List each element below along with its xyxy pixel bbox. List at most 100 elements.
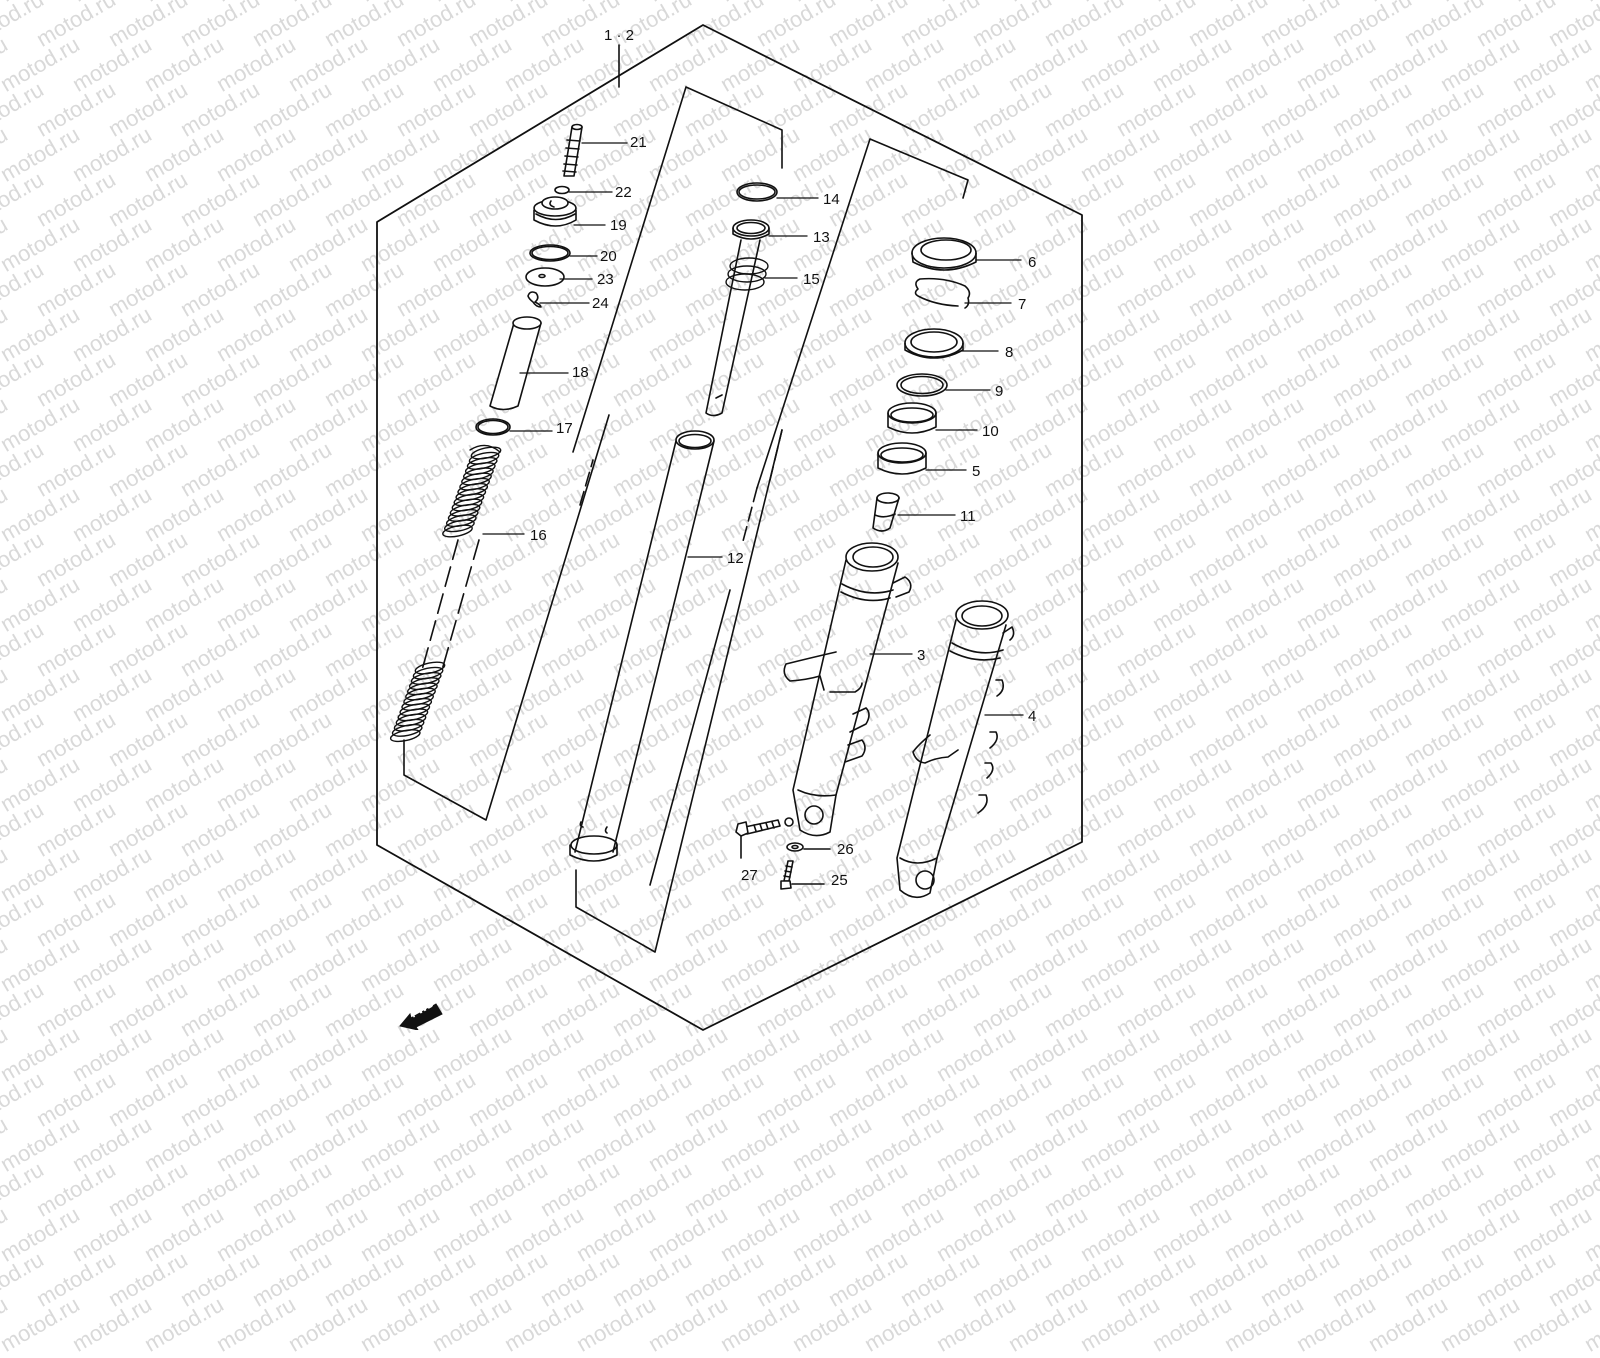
callout-17[interactable]: 17 [556,420,573,437]
callout-8[interactable]: 8 [1005,344,1014,361]
callout-25[interactable]: 25 [831,872,848,889]
watermark-text: motod.ru [140,1291,228,1357]
watermark-text: motod.ru [572,1201,660,1267]
watermark-text: motod.ru [932,1291,1020,1357]
watermark-text: motod.ru [464,1246,552,1312]
callout-4[interactable]: 4 [1028,708,1037,725]
part-21-adjuster-rod[interactable] [562,123,583,177]
part-15-rebound-spring[interactable] [725,257,769,291]
watermark-text: motod.ru [428,1291,516,1357]
callout-23[interactable]: 23 [597,271,614,288]
forward-arrow-icon [399,1003,443,1030]
watermark-text: motod.ru [1436,1201,1524,1267]
watermark-text: motod.ru [1508,1201,1596,1267]
part-10-bushing[interactable] [887,402,937,434]
part-9-washer[interactable] [896,373,948,397]
part-26-washer[interactable] [786,842,831,852]
leader-lines [482,142,1024,716]
exploded-view-drawing [376,24,1083,1031]
watermark-text: motod.ru [68,1291,156,1357]
watermark-text: motod.ru [428,1201,516,1267]
callout-26[interactable]: 26 [837,841,854,858]
fwd-direction-indicator: FWD [398,998,443,1030]
watermark-text: motod.ru [644,1291,732,1357]
watermark-text: motod.ru [1148,1201,1236,1267]
watermark-text: motod.ru [0,1246,48,1312]
watermark-text: motod.ru [356,1291,444,1357]
callout-22[interactable]: 22 [615,184,632,201]
watermark-text: motod.ru [284,1201,372,1267]
watermark-text: motod.ru [1436,1291,1524,1357]
part-6-dust-seal[interactable] [911,237,977,271]
watermark-text: motod.ru [824,1246,912,1312]
callout-10[interactable]: 10 [982,423,999,440]
watermark-text: motod.ru [1328,1246,1416,1312]
callout-19[interactable]: 19 [610,217,627,234]
watermark-text: motod.ru [788,1291,876,1357]
inner-tube-group-frame [572,86,783,453]
watermark-text: motod.ru [752,1246,840,1312]
callout-16[interactable]: 16 [530,527,547,544]
part-4-outer-tube-right[interactable] [896,600,1015,899]
callout-3[interactable]: 3 [917,647,926,664]
watermark-text: motod.ru [1364,1291,1452,1357]
part-17-ring[interactable] [475,418,511,436]
part-23-washer[interactable] [525,267,565,287]
part-7-retaining-clip[interactable] [914,277,971,309]
outer-tube-group-frame [756,138,969,489]
part-16-fork-spring[interactable] [389,444,502,744]
part-18-spacer[interactable] [489,316,542,411]
watermark-text: motod.ru [680,1246,768,1312]
part-3-outer-tube-left[interactable] [783,542,912,837]
watermark-text: motod.ru [32,1246,120,1312]
watermark-text: motod.ru [1148,1291,1236,1357]
part-11-oil-lock-piece[interactable] [872,492,900,532]
watermark-text: motod.ru [1292,1201,1380,1267]
part-22-o-ring[interactable] [554,185,570,195]
callout-6[interactable]: 6 [1028,254,1037,271]
watermark-text: motod.ru [1508,1291,1596,1357]
callout-9[interactable]: 9 [995,383,1004,400]
part-5-bushing[interactable] [877,442,927,475]
watermark-text: motod.ru [860,1291,948,1357]
watermark-text: motod.ru [356,1201,444,1267]
part-19-cap-bolt[interactable] [533,196,577,227]
watermark-text: motod.ru [1544,1246,1600,1312]
watermark-text: motod.ru [860,1201,948,1267]
watermark-text: motod.ru [1364,1201,1452,1267]
callout-13[interactable]: 13 [813,229,830,246]
watermark-text: motod.ru [284,1291,372,1357]
part-14-ring[interactable] [736,182,778,202]
watermark-text: motod.ru [536,1246,624,1312]
callout-20[interactable]: 20 [600,248,617,265]
callout-11[interactable]: 11 [960,508,976,525]
damper-rod[interactable] [705,239,761,417]
part-27-bolt[interactable] [735,819,781,859]
watermark-text: motod.ru [212,1201,300,1267]
callout-24[interactable]: 24 [592,295,609,312]
watermark-text: motod.ru [1580,1291,1600,1357]
part-12-inner-tube[interactable] [569,430,715,862]
callout-7[interactable]: 7 [1018,296,1027,313]
watermark-text: motod.ru [968,1246,1056,1312]
damper-group-frame [403,414,610,821]
watermark-text: motod.ru [68,1201,156,1267]
watermark-text: motod.ru [1580,1201,1600,1267]
part-20-o-ring[interactable] [529,244,571,262]
callout-12[interactable]: 12 [727,550,744,567]
part-25-drain-screw[interactable] [780,860,825,890]
watermark-text: motod.ru [212,1291,300,1357]
part-8-oil-seal[interactable] [904,328,964,359]
watermark-text: motod.ru [248,1246,336,1312]
callout-5[interactable]: 5 [972,463,981,480]
watermark-text: motod.ru [500,1291,588,1357]
callout-21[interactable]: 21 [630,134,647,151]
callout-27[interactable]: 27 [741,867,758,884]
callout-14[interactable]: 14 [823,191,840,208]
callout-18[interactable]: 18 [572,364,589,381]
callout-15[interactable]: 15 [803,271,820,288]
part-13-piston-ring[interactable] [732,219,770,240]
watermark-text: motod.ru [104,1246,192,1312]
part-24-clip[interactable] [527,291,542,308]
